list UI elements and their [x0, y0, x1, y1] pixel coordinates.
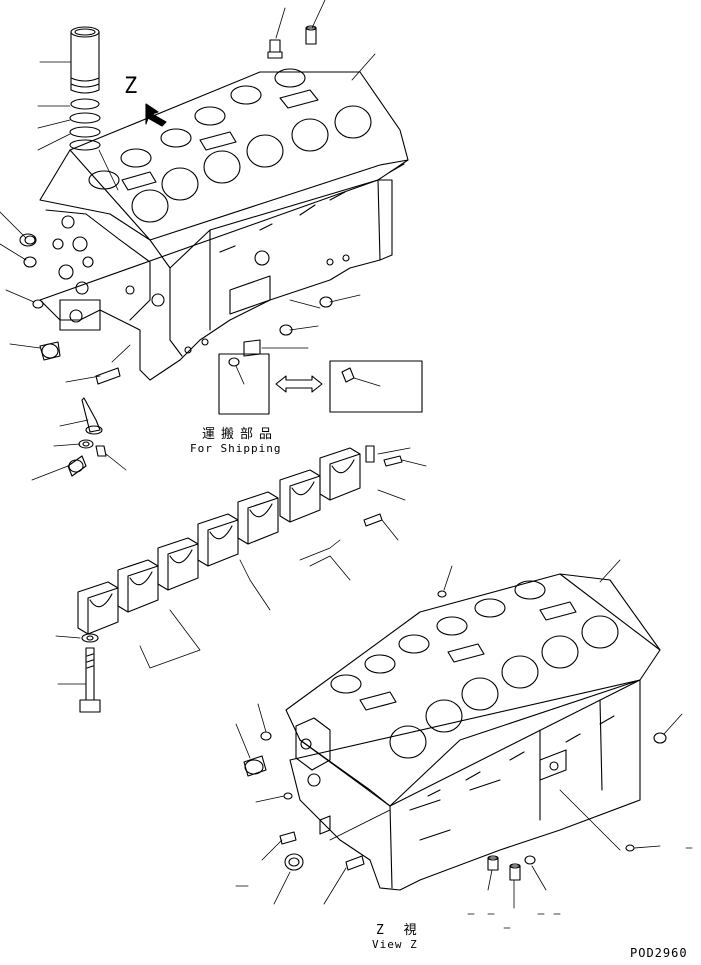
shipping-label-en: For Shipping — [190, 442, 282, 455]
cylinder-liner — [70, 26, 100, 94]
view-marker-label: Z — [124, 74, 138, 99]
shipping-box-left — [218, 353, 270, 415]
main-bearing-caps — [77, 447, 361, 635]
liner-leader-lines — [37, 61, 119, 191]
view-z-arrow — [145, 103, 167, 127]
view-label-en: View Z — [372, 938, 418, 951]
cylinder-block-top — [39, 68, 409, 381]
liner-seal-rings — [69, 98, 101, 151]
top-block-leaders — [0, 0, 376, 481]
stray-dash-marks — [467, 847, 693, 929]
double-arrow — [275, 375, 323, 393]
top-plugs — [267, 25, 317, 59]
bearing-cap-bolt — [55, 633, 101, 713]
left-side-plugs — [19, 233, 121, 477]
shipping-box-right — [329, 360, 423, 413]
view-label-jp: Z 視 — [376, 923, 423, 938]
bearing-cap-leaders — [139, 447, 427, 669]
shipping-label-jp: 運搬部品 — [202, 427, 279, 442]
drawing-code: POD2960 — [630, 946, 688, 960]
cylinder-block-view-z — [285, 573, 661, 891]
bearing-cap-pins — [363, 445, 403, 527]
view-z-leaders — [235, 559, 683, 909]
